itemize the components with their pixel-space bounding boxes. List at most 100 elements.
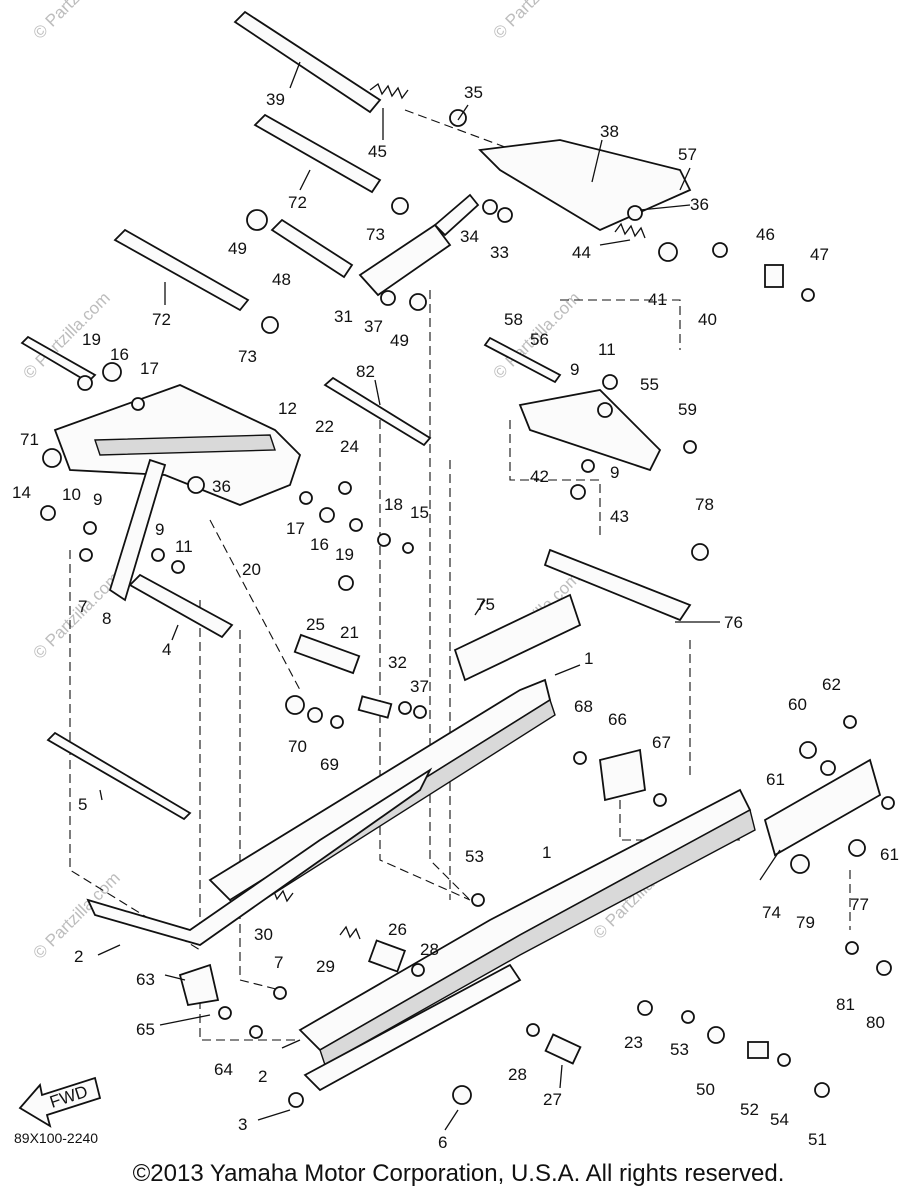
callout-22: 22 xyxy=(315,417,334,436)
watermark: © Partzilla.com xyxy=(489,0,583,43)
callout-72: 72 xyxy=(288,193,307,212)
callout-57: 57 xyxy=(678,145,697,164)
callout-24: 24 xyxy=(340,437,359,456)
callout-31: 31 xyxy=(334,307,353,326)
springs xyxy=(264,82,646,940)
callout-42: 42 xyxy=(530,467,549,486)
callout-39: 39 xyxy=(266,90,285,109)
callout-59: 59 xyxy=(678,400,697,419)
callout-64: 64 xyxy=(214,1060,233,1079)
callout-20: 20 xyxy=(242,560,261,579)
callout-1: 1 xyxy=(584,649,593,668)
callout-10: 10 xyxy=(62,485,81,504)
callout-72: 72 xyxy=(152,310,171,329)
callout-12: 12 xyxy=(278,399,297,418)
callout-73: 73 xyxy=(238,347,257,366)
callout-56: 56 xyxy=(530,330,549,349)
callout-54: 54 xyxy=(770,1110,789,1129)
callout-50: 50 xyxy=(696,1080,715,1099)
callout-23: 23 xyxy=(624,1033,643,1052)
callout-41: 41 xyxy=(648,290,667,309)
callout-53: 53 xyxy=(670,1040,689,1059)
callout-55: 55 xyxy=(640,375,659,394)
callout-15: 15 xyxy=(410,503,429,522)
front-arm-assembly xyxy=(53,384,302,602)
watermark: © Partzilla.com xyxy=(29,0,123,43)
callout-19: 19 xyxy=(82,330,101,349)
callout-47: 47 xyxy=(810,245,829,264)
callout-11: 11 xyxy=(175,537,193,556)
shafts xyxy=(20,10,562,821)
callout-45: 45 xyxy=(368,142,387,161)
callout-40: 40 xyxy=(698,310,717,329)
callout-4: 4 xyxy=(162,640,171,659)
callout-5: 5 xyxy=(78,795,87,814)
callout-2: 2 xyxy=(258,1067,267,1086)
callout-73: 73 xyxy=(366,225,385,244)
callout-37: 37 xyxy=(410,677,429,696)
callout-71: 71 xyxy=(20,430,39,449)
callout-34: 34 xyxy=(460,227,479,246)
callout-16: 16 xyxy=(110,345,129,364)
callout-52: 52 xyxy=(740,1100,759,1119)
callout-58: 58 xyxy=(504,310,523,329)
callout-49: 49 xyxy=(228,239,247,258)
callout-49: 49 xyxy=(390,331,409,350)
callout-43: 43 xyxy=(610,507,629,526)
callout-60: 60 xyxy=(788,695,807,714)
callout-76: 76 xyxy=(724,613,743,632)
copyright-notice: ©2013 Yamaha Motor Corporation, U.S.A. A… xyxy=(132,1160,785,1187)
callout-80: 80 xyxy=(866,1013,885,1032)
callout-28: 28 xyxy=(508,1065,527,1084)
shock-absorber xyxy=(358,223,452,297)
bracket-74 xyxy=(763,758,882,857)
callout-63: 63 xyxy=(136,970,155,989)
callout-30: 30 xyxy=(254,925,273,944)
callout-14: 14 xyxy=(12,483,31,502)
bracket-75 xyxy=(453,593,582,682)
leader-lines xyxy=(97,61,781,1131)
callout-38: 38 xyxy=(600,122,619,141)
callout-36: 36 xyxy=(212,477,231,496)
callout-11: 11 xyxy=(598,340,616,359)
callout-69: 69 xyxy=(320,755,339,774)
callout-74: 74 xyxy=(762,903,781,922)
callout-68: 68 xyxy=(574,697,593,716)
callout-19: 19 xyxy=(335,545,354,564)
callout-33: 33 xyxy=(490,243,509,262)
callout-32: 32 xyxy=(388,653,407,672)
hardware xyxy=(40,109,895,1108)
shock-rod xyxy=(433,193,480,237)
callout-9: 9 xyxy=(93,490,102,509)
callout-61: 61 xyxy=(880,845,899,864)
bumper-63 xyxy=(178,963,220,1007)
callout-labels: 39 45 72 73 49 48 72 73 35 38 57 36 34 3… xyxy=(12,83,899,1150)
callout-66: 66 xyxy=(608,710,627,729)
callout-26: 26 xyxy=(388,920,407,939)
callout-29: 29 xyxy=(316,957,335,976)
drawing-code: 89X100-2240 xyxy=(14,1130,99,1146)
callout-6: 6 xyxy=(438,1133,447,1150)
slide-rails xyxy=(86,678,756,1092)
callout-75: 75 xyxy=(476,595,495,614)
callout-7: 7 xyxy=(78,597,87,616)
callout-78: 78 xyxy=(695,495,714,514)
callout-16: 16 xyxy=(310,535,329,554)
callout-8: 8 xyxy=(102,609,111,628)
callout-77: 77 xyxy=(850,895,869,914)
assembly-guide-lines xyxy=(69,109,851,1041)
callout-36: 36 xyxy=(690,195,709,214)
callout-82: 82 xyxy=(356,362,375,381)
callout-51: 51 xyxy=(808,1130,827,1149)
callout-17: 17 xyxy=(286,519,305,538)
callout-67: 67 xyxy=(652,733,671,752)
callout-21: 21 xyxy=(340,623,359,642)
callout-27: 27 xyxy=(543,1090,562,1109)
callout-37: 37 xyxy=(364,317,383,336)
callout-53: 53 xyxy=(465,847,484,866)
callout-9: 9 xyxy=(570,360,579,379)
callout-46: 46 xyxy=(756,225,775,244)
callout-70: 70 xyxy=(288,737,307,756)
exploded-parts-diagram: © Partzilla.com © Partzilla.com © Partzi… xyxy=(12,0,899,1150)
forward-direction-arrow: FWD xyxy=(18,1076,102,1128)
